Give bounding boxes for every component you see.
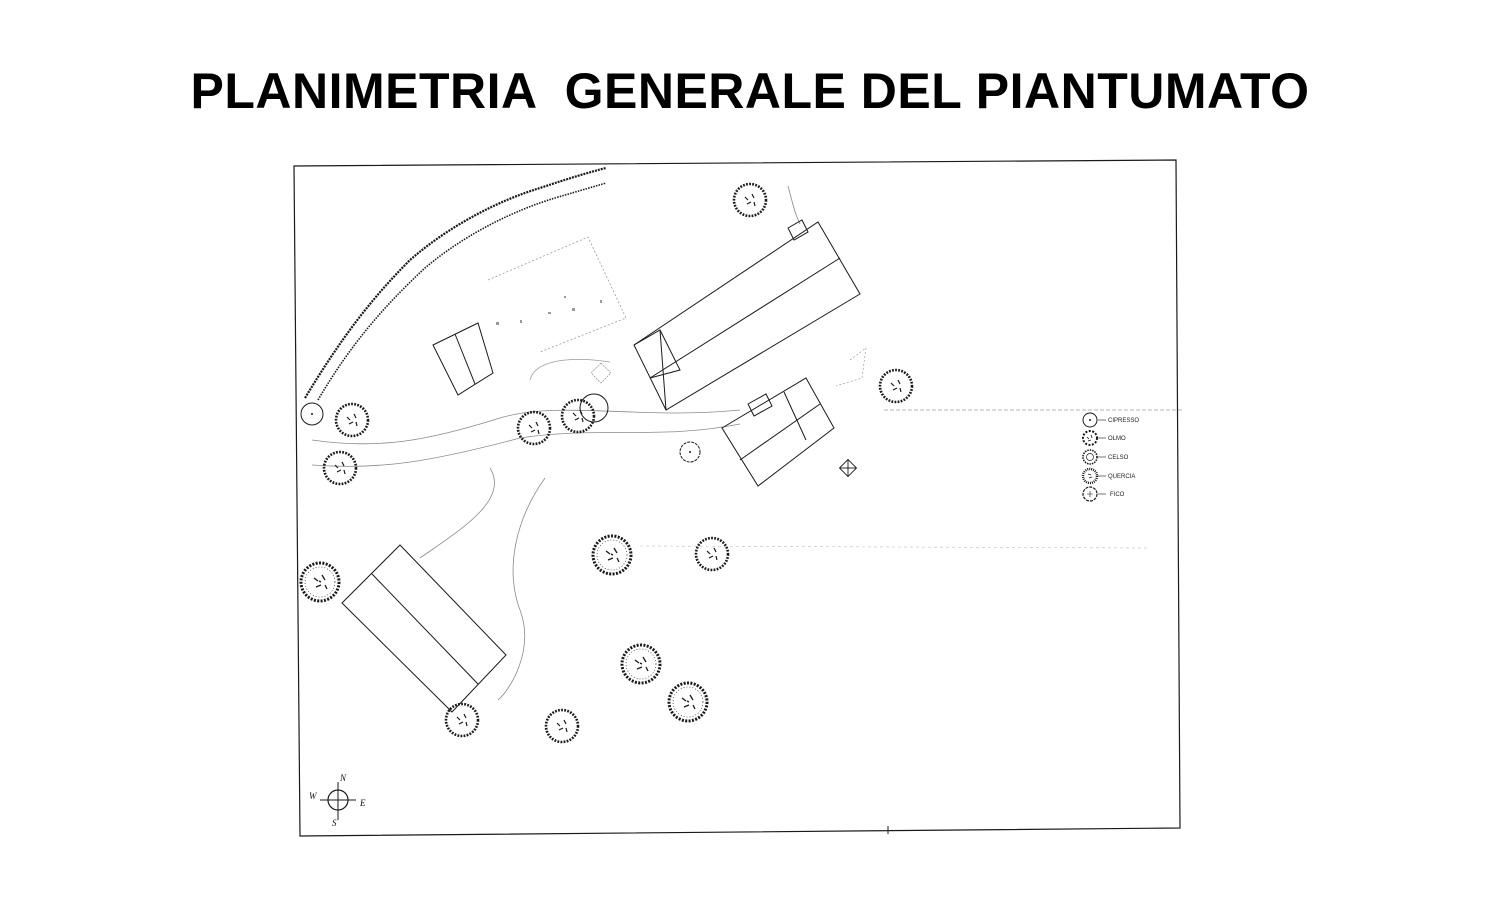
- mulberry-symbol-icon: [1082, 449, 1098, 465]
- fig-symbol-icon: [1082, 486, 1098, 502]
- tree-oak: [560, 398, 596, 434]
- legend-label: CIPRESSO: [1108, 418, 1139, 424]
- legend-label: OLMO: [1108, 436, 1126, 442]
- legend-label: FICO: [1110, 492, 1125, 498]
- compass-icon: N S E W: [309, 773, 366, 828]
- path-main: [311, 409, 741, 445]
- legend-label: CELSO: [1108, 455, 1129, 461]
- compass-north-label: N: [339, 773, 347, 783]
- tree-oak-large: [299, 561, 341, 603]
- drawing-frame: [293, 159, 1181, 837]
- tree-oak: [322, 450, 358, 486]
- tree-oak: [544, 708, 580, 744]
- tree-cypress-pair: [579, 393, 609, 423]
- legend-item-quercia: QUERCIA: [1081, 467, 1135, 485]
- tree-oak: [334, 402, 370, 438]
- compass-south-label: S: [332, 818, 337, 828]
- oak-symbol-icon: [1081, 467, 1099, 485]
- well-marker: [838, 458, 858, 478]
- compass-east-label: E: [359, 798, 366, 808]
- tree-cypress: [679, 441, 701, 463]
- legend-item-elm: OLMO: [1082, 430, 1126, 446]
- path-courtyard: [529, 359, 611, 381]
- legend-item-celso: CELSO: [1082, 449, 1129, 465]
- tree-elm-large: [667, 681, 709, 723]
- tree-elm-large: [620, 643, 662, 685]
- legend-item-fico: FICO: [1082, 486, 1125, 502]
- hedge-line-outer: [304, 166, 607, 399]
- building-central: [721, 377, 835, 487]
- legend: CIPRESSO OLMO CELSO QUERCIA FICO: [1081, 412, 1139, 502]
- hedge-line-inner: [317, 182, 607, 401]
- legend-label: QUERCIA: [1108, 474, 1135, 480]
- compass-west-label: W: [309, 791, 318, 801]
- path-branch-left: [419, 467, 495, 559]
- cypress-symbol-icon: [1082, 412, 1098, 428]
- path-east-edge: [835, 347, 867, 387]
- path-branch-right: [497, 477, 546, 701]
- legend-item-cypress: CIPRESSO: [1082, 412, 1139, 428]
- tree-oak: [516, 410, 552, 446]
- garden-plot: [487, 236, 627, 353]
- building-south-west: [341, 544, 507, 713]
- tree-cypress-west: [300, 402, 324, 426]
- page-title: PLANIMETRIA GENERALE DEL PIANTUMATO: [190, 63, 1310, 119]
- planter-marker: [590, 362, 612, 384]
- tree-oak-large: [591, 534, 633, 576]
- tree-oak: [694, 536, 730, 572]
- building-long-north: [633, 219, 861, 411]
- elm-symbol-icon: [1082, 430, 1098, 446]
- path-north-trail: [787, 185, 801, 225]
- tree-celso: [444, 702, 480, 738]
- tree-fig-east: [878, 368, 914, 404]
- building-small-west: [432, 322, 494, 396]
- tree-oak-north: [732, 182, 768, 218]
- path-main-lower: [311, 423, 741, 467]
- path-lower-line: [639, 545, 1151, 549]
